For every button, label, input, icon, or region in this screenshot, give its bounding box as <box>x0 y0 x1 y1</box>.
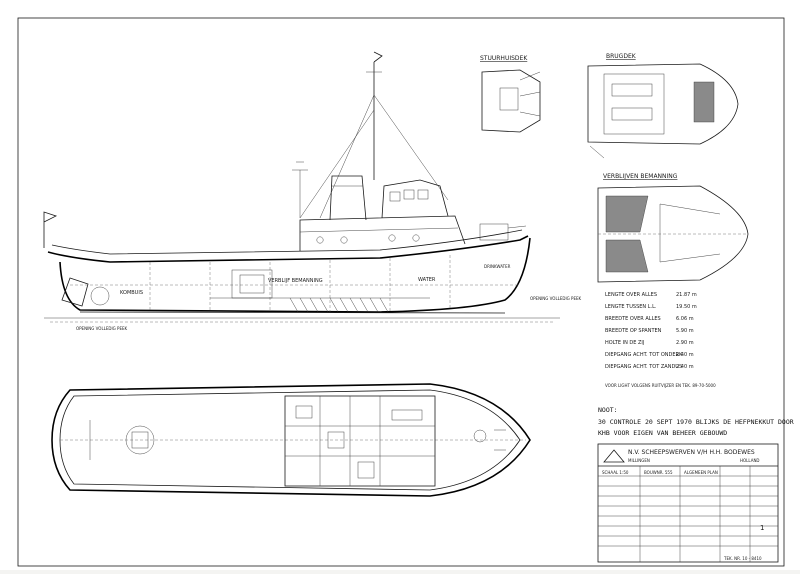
deck-plan <box>51 383 531 497</box>
wheelhouse-window-2 <box>403 189 415 200</box>
title-stuurhuisdek: STUURHUISDEK <box>480 55 528 62</box>
verblijven-bunks <box>659 203 721 263</box>
dim-value-0: 21.87 m <box>676 292 697 298</box>
note-line-2: KHB VOOR EIGEN VAN BEHEER GEBOUWD <box>598 429 727 437</box>
deck-plan-bulwark <box>59 389 521 491</box>
company-city: MILLINGEN <box>628 458 650 463</box>
title-block-grid <box>598 466 778 562</box>
stuurhuisdek-console <box>499 87 519 111</box>
derrick <box>299 94 449 219</box>
leader-3 <box>519 111 541 117</box>
wheelhouse-window-1 <box>389 191 401 202</box>
hull-bottom <box>59 237 531 313</box>
dimensions-table: LENGTE OVER ALLES 21.87 m LENGTE TUSSEN … <box>605 292 716 388</box>
brugdek-leader <box>589 145 605 159</box>
verblijven-fill-2 <box>605 239 649 273</box>
label-opening-fore: OPENING VOLLEDIG PEEK <box>530 296 582 301</box>
dim-label-4: HOLTE IN DE ZIJ <box>605 340 644 346</box>
tank-hatching <box>289 297 389 313</box>
anchor-winch <box>473 429 487 443</box>
brugdek-house <box>603 73 665 135</box>
sheet-border <box>17 17 785 567</box>
propeller <box>90 286 110 306</box>
brugdek-bunks-1 <box>611 83 653 97</box>
stuurhuisdek-outline <box>481 69 541 133</box>
dim-label-1: LENGTE TUSSEN L.L. <box>605 304 657 310</box>
towing-hook-area <box>125 425 155 455</box>
dim-value-3: 5.90 m <box>676 328 694 334</box>
deckhouse-portholes <box>316 234 420 244</box>
deckhouse <box>299 215 466 251</box>
drawing-number: TEK. NR. 10 - 8410 <box>723 556 762 561</box>
bow-bitts <box>494 429 506 451</box>
company-name: N.V. SCHEEPSWERVEN V/H H.H. BODEWES <box>628 449 755 456</box>
label-verblijf: VERBLIJF BEMANNING <box>268 278 323 284</box>
leader-1 <box>519 71 541 81</box>
tb-row-2: ALGEMEEN PLAN <box>684 470 718 475</box>
engine-detail <box>239 274 265 294</box>
stuurhuisdek-plan: STUURHUISDEK <box>480 55 541 133</box>
label-water: WATER <box>418 277 436 283</box>
note-line: VOOR LIGHT VOLGENS RUITVIJZER EN TEK. 89… <box>605 383 716 388</box>
dim-label-6: DIEPGANG ACHT. TOT ZANDUS <box>605 364 682 370</box>
deckhouse-rail <box>299 227 459 233</box>
brugdek-outline <box>587 63 739 145</box>
company-country: HOLLAND <box>740 458 760 463</box>
dim-label-5: DIEPGANG ACHT. TOT ONDERK. <box>605 352 684 358</box>
deck-plan-hull <box>51 383 531 497</box>
brugdek-hatch <box>693 81 715 123</box>
deckhouse-footprint <box>284 395 436 487</box>
dim-label-0: LENGTE OVER ALLES <box>605 292 657 298</box>
engine-block <box>231 269 273 299</box>
forecastle <box>479 223 509 241</box>
sheet-number: 1 <box>760 524 764 532</box>
brugdek-bunks-2 <box>611 107 653 121</box>
label-kombuis: KOMBUIS <box>120 290 143 296</box>
note-line-1: 30 CONTROLE 20 SEPT 1970 BLIJKS DE HEFPN… <box>598 418 794 426</box>
radar-mast <box>292 161 308 218</box>
verblijven-plan: VERBLIJVEN BEMANNING <box>597 173 749 283</box>
bow-rail <box>507 225 527 229</box>
keel-line <box>79 311 506 314</box>
tb-row-1: BOUWNR. 555 <box>644 470 673 475</box>
rudder <box>61 277 89 307</box>
hand-note: NOOT: 30 CONTROLE 20 SEPT 1970 BLIJKS DE… <box>598 406 794 437</box>
leader-2 <box>519 91 541 97</box>
verblijven-fill-1 <box>605 195 649 233</box>
deckhouse-rooms <box>285 396 435 486</box>
title-block: N.V. SCHEEPSWERVEN V/H H.H. BODEWES MILL… <box>597 443 779 563</box>
title-brugdek: BRUGDEK <box>606 53 637 60</box>
hull-sheer-line <box>47 235 529 263</box>
bulwark-line <box>51 229 523 255</box>
dim-value-5: 2.40 m <box>676 352 694 358</box>
side-profile: KOMBUIS VERBLIJF BEMANNING WATER DRINKWA… <box>43 51 582 331</box>
wheelhouse-window-3 <box>417 189 429 200</box>
note-title: NOOT: <box>598 406 618 414</box>
frame-stations <box>70 255 520 312</box>
funnel <box>329 175 367 221</box>
wheelhouse <box>381 179 449 219</box>
dim-value-1: 19.50 m <box>676 304 697 310</box>
verblijven-outline <box>597 185 749 283</box>
dim-value-2: 6.06 m <box>676 316 694 322</box>
dim-label-2: BREEDTE OVER ALLES <box>605 316 661 322</box>
title-block-frame <box>597 443 779 563</box>
dim-value-4: 2.90 m <box>676 340 694 346</box>
brugdek-plan: BRUGDEK <box>587 53 739 159</box>
company-logo <box>603 449 625 463</box>
dim-label-3: BREEDTE OP SPANTEN <box>605 328 662 334</box>
title-verblijven: VERBLIJVEN BEMANNING <box>603 173 678 180</box>
hatch-aft <box>131 431 149 449</box>
label-drinkwater: DRINKWATER <box>484 264 511 269</box>
label-opening-aft: OPENING VOLLEDIG PEEK <box>76 326 128 331</box>
ensign-staff <box>43 211 58 248</box>
tb-row-0: SCHAAL 1:50 <box>602 470 629 475</box>
dim-value-6: 2.40 m <box>676 364 694 370</box>
mast-flag <box>373 51 383 63</box>
